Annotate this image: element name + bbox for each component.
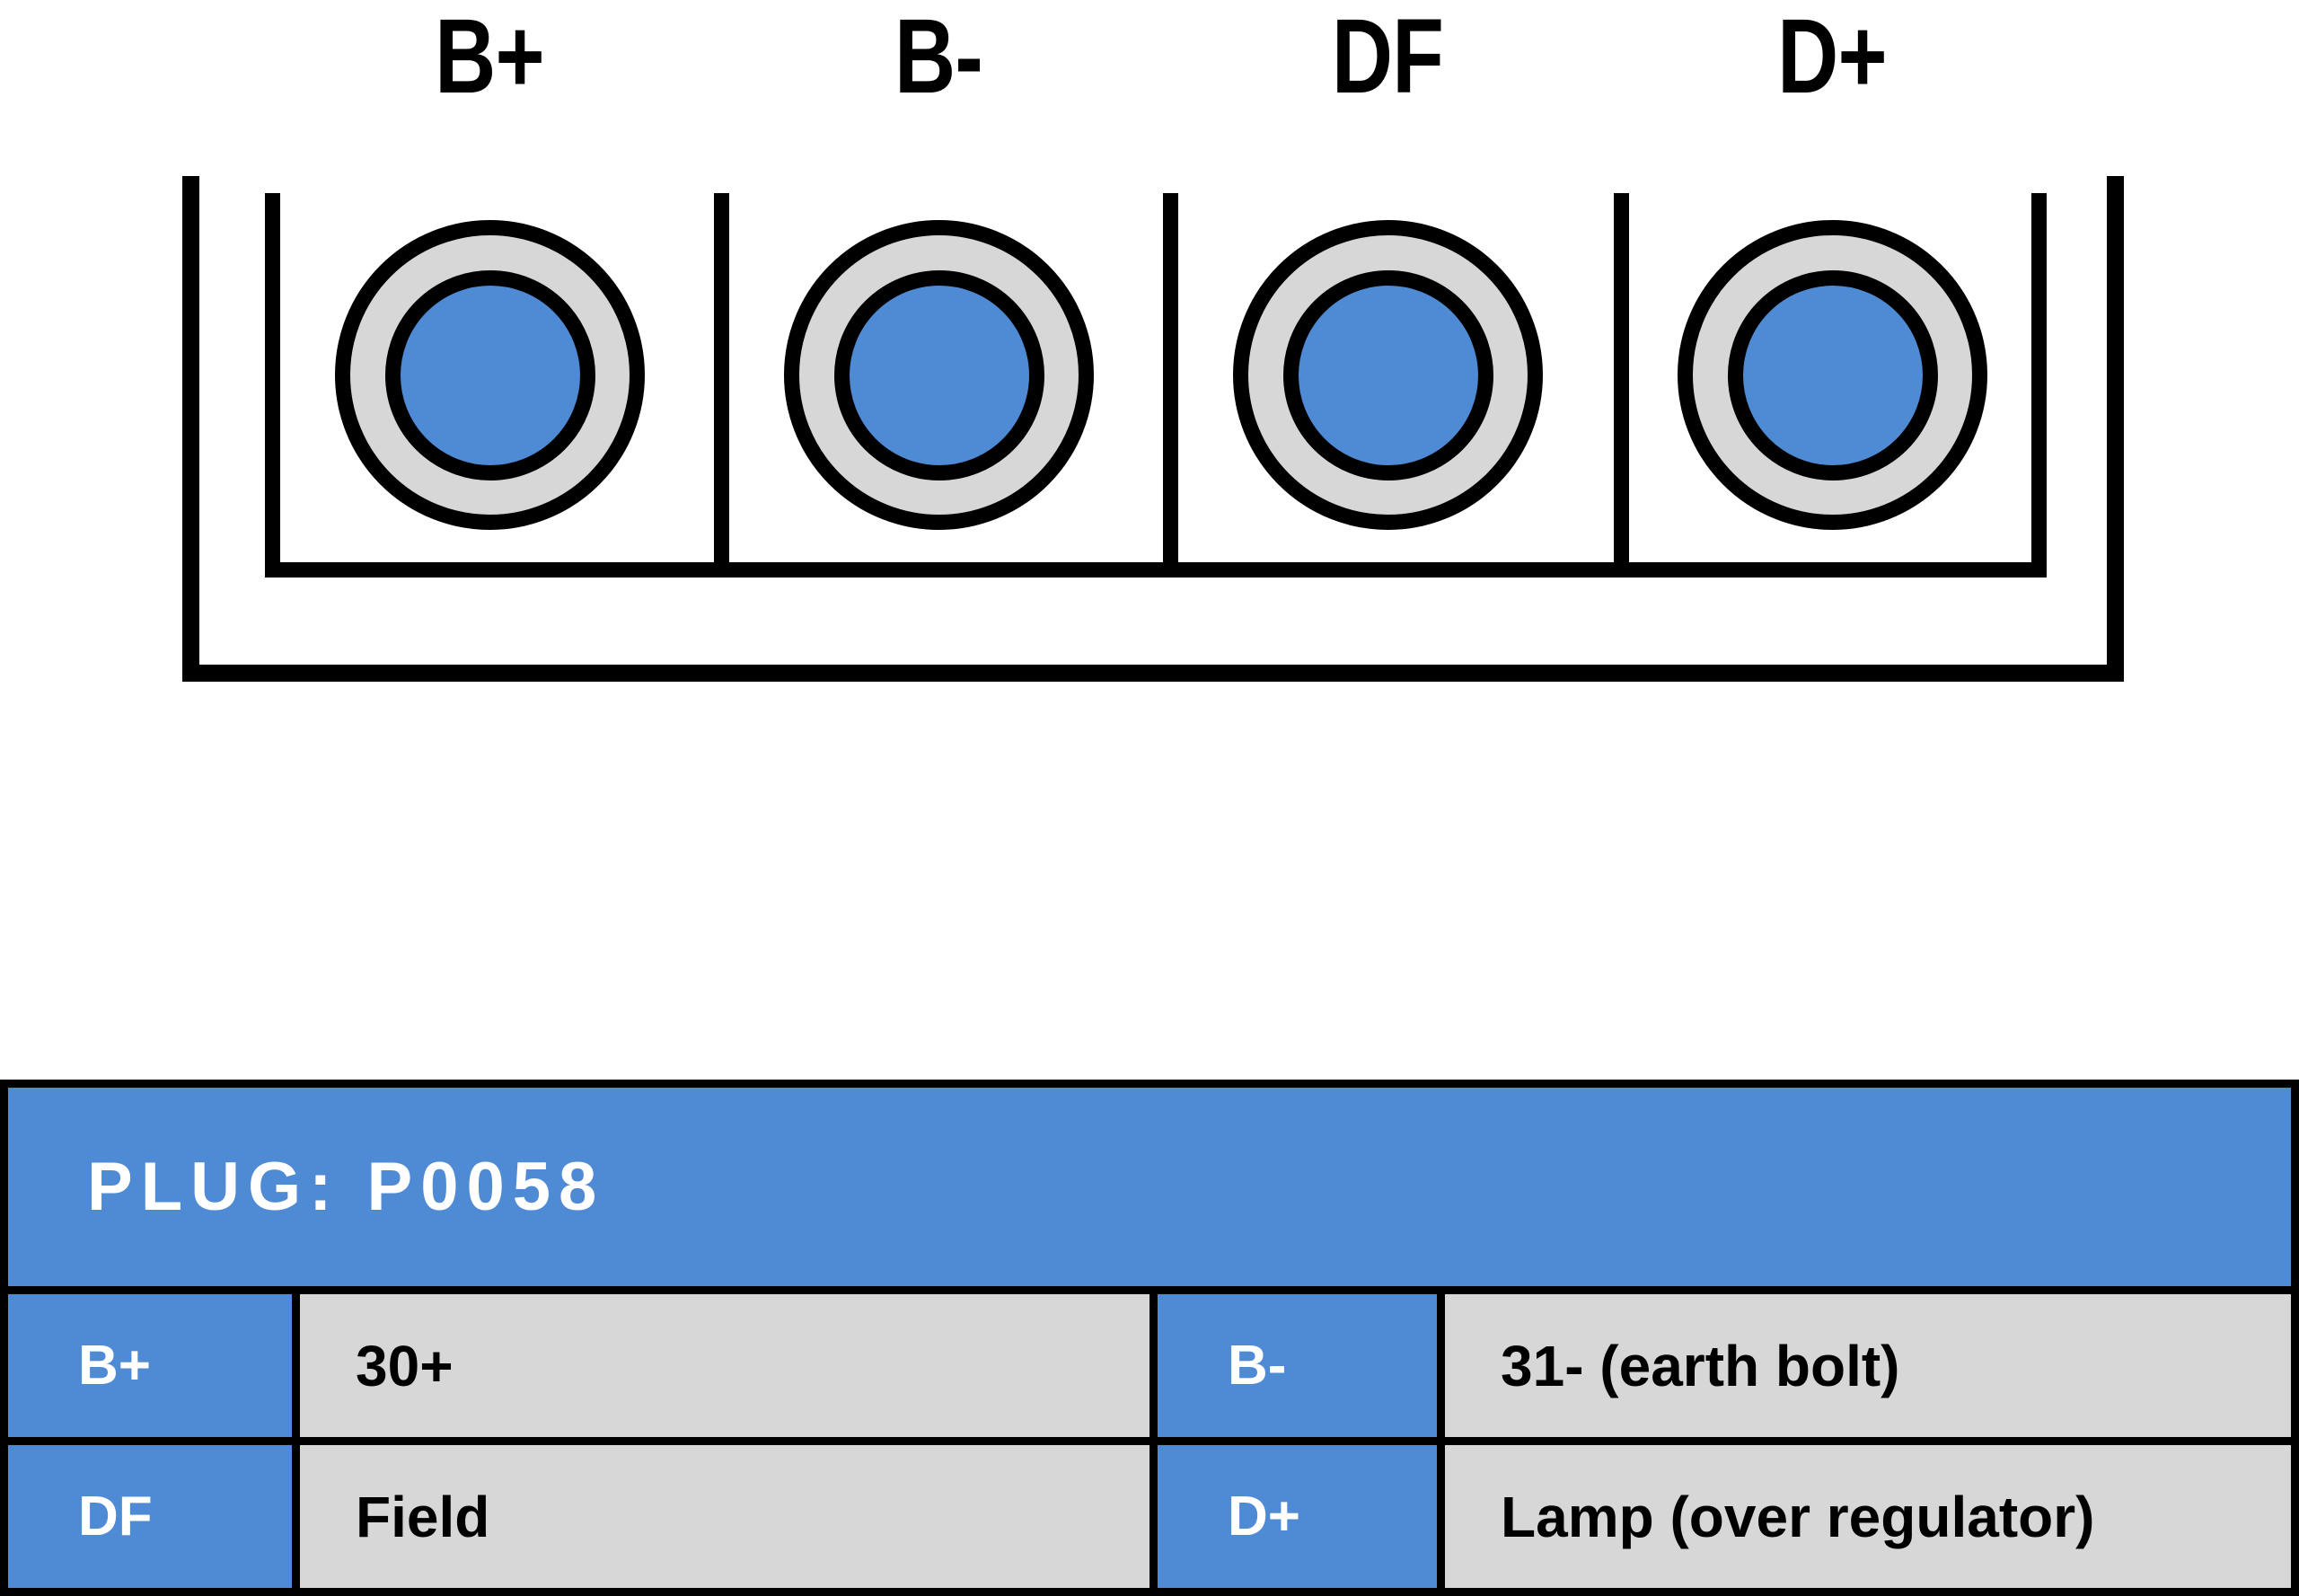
table-row: B+ 30+ B- 31- (earth bolt) <box>0 1286 2299 1445</box>
shell-inner-bottom <box>265 562 2047 578</box>
pin-label-b-minus: B- <box>894 0 983 116</box>
shell-inner-left-wall <box>265 193 280 578</box>
row-0-left-pin-cell[interactable]: B+ <box>0 1286 300 1445</box>
shell-outer-bottom <box>182 665 2124 682</box>
plug-pinout-table: PLUG: P0058 B+ 30+ B- 31- (earth bolt) D… <box>0 1080 2299 1596</box>
pin-label-df: DF <box>1331 0 1444 116</box>
shell-outer-left-wall <box>182 176 199 682</box>
pin-label-b-plus: B+ <box>435 0 545 116</box>
pin-core-b-plus <box>384 269 595 481</box>
shell-divider-1 <box>714 193 729 578</box>
row-0-right-value-label: 31- (earth bolt) <box>1501 1333 1900 1398</box>
row-0-left-value-label: 30+ <box>356 1333 454 1398</box>
row-1-left-pin-cell[interactable]: DF <box>0 1437 300 1596</box>
row-1-left-pin-label: DF <box>78 1486 153 1548</box>
row-1-left-value-cell: Field <box>292 1437 1158 1596</box>
pin-core-b-minus <box>833 269 1044 481</box>
row-1-right-value-cell: Lamp (over regulator) <box>1437 1437 2299 1596</box>
plug-header-label: PLUG: P0058 <box>87 1149 605 1225</box>
plug-header-cell: PLUG: P0058 <box>0 1080 2299 1294</box>
pin-label-d-plus: D+ <box>1777 0 1888 116</box>
row-0-right-pin-label: B- <box>1228 1335 1287 1397</box>
shell-divider-2 <box>1163 193 1178 578</box>
pin-socket-df[interactable] <box>1233 220 1543 530</box>
row-1-right-value-label: Lamp (over regulator) <box>1501 1484 2095 1549</box>
table-header-row: PLUG: P0058 <box>0 1080 2299 1294</box>
pin-core-d-plus <box>1727 269 1938 481</box>
pin-socket-d-plus[interactable] <box>1678 220 1987 530</box>
row-1-right-pin-label: D+ <box>1228 1486 1300 1548</box>
connector-diagram: B+ B- DF D+ <box>182 0 2124 682</box>
shell-divider-3 <box>1614 193 1629 578</box>
shell-inner-right-wall <box>2031 193 2047 578</box>
pin-socket-b-minus[interactable] <box>784 220 1094 530</box>
row-0-right-pin-cell[interactable]: B- <box>1150 1286 1445 1445</box>
row-1-right-pin-cell[interactable]: D+ <box>1150 1437 1445 1596</box>
pin-core-df <box>1282 269 1493 481</box>
table-row: DF Field D+ Lamp (over regulator) <box>0 1437 2299 1596</box>
row-1-left-value-label: Field <box>356 1484 490 1549</box>
shell-outer-right-wall <box>2107 176 2124 682</box>
row-0-left-pin-label: B+ <box>78 1335 151 1397</box>
row-0-right-value-cell: 31- (earth bolt) <box>1437 1286 2299 1445</box>
row-0-left-value-cell: 30+ <box>292 1286 1158 1445</box>
pin-socket-b-plus[interactable] <box>335 220 645 530</box>
